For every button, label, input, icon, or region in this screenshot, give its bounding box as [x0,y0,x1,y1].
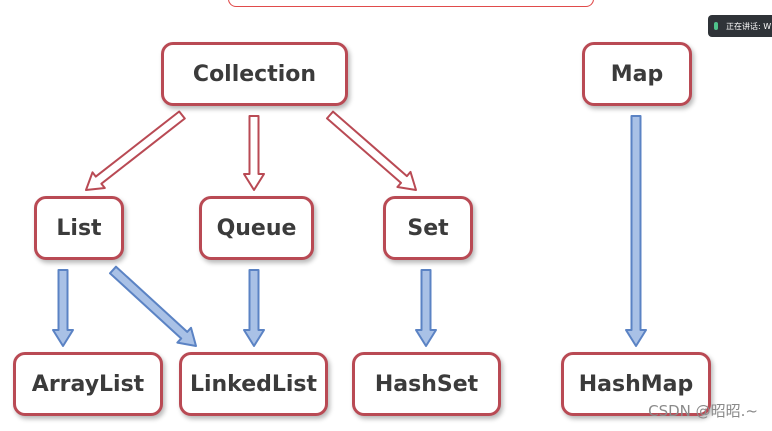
node-linkedlist: LinkedList [179,352,328,416]
node-list: List [34,196,124,260]
node-arraylist-label: ArrayList [31,371,145,397]
csdn-watermark: CSDN @昭昭.~ [648,402,758,420]
node-queue: Queue [199,196,314,260]
arrow-queue-to-linkedlist [243,269,265,347]
node-hashmap: HashMap [561,352,711,416]
red-underline-mark [228,0,594,7]
microphone-icon [714,22,718,30]
arrow-collection-to-queue [243,115,265,191]
node-map-label: Map [610,61,664,87]
node-arraylist: ArrayList [13,352,163,416]
speaking-indicator: 正在讲话: W [708,15,772,37]
node-set: Set [383,196,473,260]
node-map: Map [582,42,692,106]
node-set-label: Set [407,215,449,241]
node-list-label: List [56,215,102,241]
node-queue-label: Queue [216,215,297,241]
node-hashmap-label: HashMap [578,371,694,397]
arrow-list-to-arraylist [52,269,74,347]
node-collection: Collection [161,42,348,106]
arrow-collection-to-set [326,110,417,191]
node-hashset: HashSet [352,352,501,416]
speaking-label: 正在讲话: W [726,21,772,31]
node-hashset-label: HashSet [374,371,479,397]
arrow-collection-to-list [85,110,186,191]
arrow-list-to-linkedlist [109,265,197,347]
node-collection-label: Collection [192,61,317,87]
arrow-map-to-hashmap [625,115,647,347]
node-linkedlist-label: LinkedList [189,371,318,397]
arrow-set-to-hashset [415,269,437,347]
